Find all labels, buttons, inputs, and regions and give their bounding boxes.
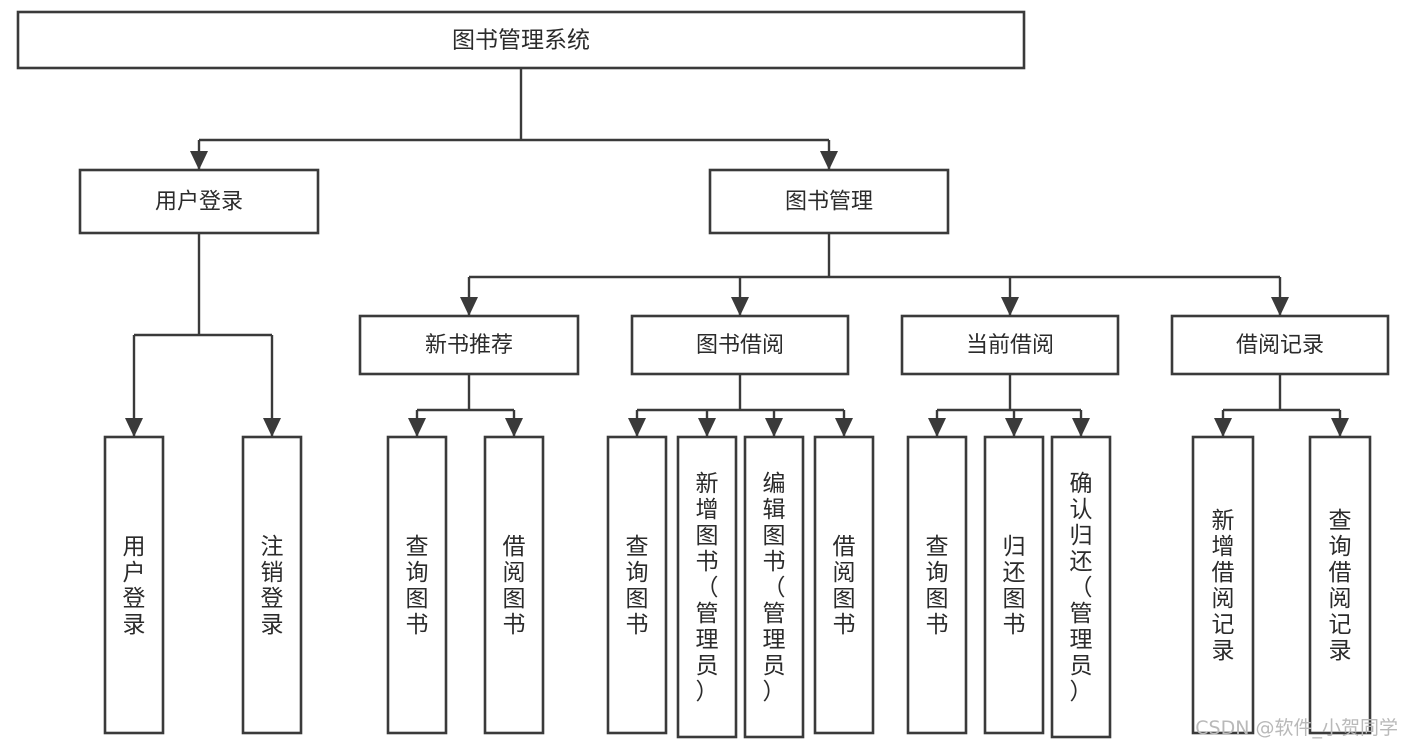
node-box[interactable] (358, 314, 580, 376)
node-root[interactable]: 图书管理系统 (16, 10, 1026, 70)
node-label: 新书推荐 (425, 333, 513, 358)
node-leaf-1[interactable]: 注销登录 (241, 435, 303, 735)
node-box[interactable] (900, 314, 1120, 376)
arrow-head-icon (820, 151, 838, 170)
node-level3-3[interactable]: 借阅记录 (1170, 314, 1390, 376)
node-level2-0[interactable]: 用户登录 (78, 168, 320, 235)
node-box[interactable] (1170, 314, 1390, 376)
arrow-head-icon (731, 297, 749, 316)
node-box[interactable] (483, 435, 545, 735)
node-box[interactable] (386, 435, 448, 735)
arrow-head-icon (1271, 297, 1289, 316)
node-leaf-8[interactable]: 查询图书 (906, 435, 968, 735)
node-label: 编辑图书（管理员） (763, 471, 786, 705)
node-box[interactable] (983, 435, 1045, 735)
node-label: 图书管理 (785, 190, 873, 215)
arrow-head-icon (1072, 418, 1090, 437)
node-box[interactable] (1050, 435, 1112, 739)
node-box[interactable] (676, 435, 738, 739)
node-label: 用户登录 (123, 534, 146, 638)
node-label: 查询借阅记录 (1329, 508, 1352, 664)
arrow-head-icon (1005, 418, 1023, 437)
arrow-head-icon (408, 418, 426, 437)
node-label: 图书管理系统 (452, 28, 590, 54)
node-box[interactable] (813, 435, 875, 735)
node-label: 图书借阅 (696, 333, 784, 358)
node-leaf-7[interactable]: 借阅图书 (813, 435, 875, 735)
node-leaf-12[interactable]: 查询借阅记录 (1308, 435, 1372, 735)
arrow-head-icon (628, 418, 646, 437)
arrow-head-icon (835, 418, 853, 437)
node-label: 当前借阅 (966, 333, 1054, 358)
node-leaf-6[interactable]: 编辑图书（管理员） (743, 435, 805, 739)
node-box[interactable] (743, 435, 805, 739)
node-box[interactable] (906, 435, 968, 735)
node-level3-0[interactable]: 新书推荐 (358, 314, 580, 376)
node-label: 查询图书 (406, 534, 429, 638)
node-leaf-5[interactable]: 新增图书（管理员） (676, 435, 738, 739)
arrow-head-icon (1331, 418, 1349, 437)
node-box[interactable] (1191, 435, 1255, 735)
node-label: 归还图书 (1003, 534, 1026, 638)
node-leaf-3[interactable]: 借阅图书 (483, 435, 545, 735)
node-label: 查询图书 (926, 534, 949, 638)
node-label: 新增图书（管理员） (696, 471, 719, 705)
csdn-watermark: CSDN @软件_小贺同学 (1195, 717, 1398, 739)
arrow-head-icon (190, 151, 208, 170)
node-leaf-10[interactable]: 确认归还（管理员） (1050, 435, 1112, 739)
arrow-head-icon (765, 418, 783, 437)
arrow-head-icon (505, 418, 523, 437)
node-label: 借阅记录 (1236, 333, 1324, 358)
node-leaf-0[interactable]: 用户登录 (103, 435, 165, 735)
node-box[interactable] (630, 314, 850, 376)
node-level3-1[interactable]: 图书借阅 (630, 314, 850, 376)
node-box[interactable] (241, 435, 303, 735)
node-box[interactable] (103, 435, 165, 735)
node-leaf-11[interactable]: 新增借阅记录 (1191, 435, 1255, 735)
node-label: 借阅图书 (833, 534, 856, 638)
arrow-head-icon (1214, 418, 1232, 437)
node-label: 借阅图书 (503, 534, 526, 638)
arrow-head-icon (698, 418, 716, 437)
node-leaf-4[interactable]: 查询图书 (606, 435, 668, 735)
arrow-head-icon (928, 418, 946, 437)
arrow-head-icon (1001, 297, 1019, 316)
node-box[interactable] (606, 435, 668, 735)
node-box[interactable] (78, 168, 320, 235)
node-box[interactable] (708, 168, 950, 235)
node-layer: 图书管理系统用户登录图书管理新书推荐图书借阅当前借阅借阅记录用户登录注销登录查询… (16, 10, 1390, 739)
node-box[interactable] (1308, 435, 1372, 735)
node-label: 用户登录 (155, 190, 243, 215)
node-box[interactable] (16, 10, 1026, 70)
node-level3-2[interactable]: 当前借阅 (900, 314, 1120, 376)
node-label: 注销登录 (261, 534, 284, 638)
node-level2-1[interactable]: 图书管理 (708, 168, 950, 235)
node-leaf-9[interactable]: 归还图书 (983, 435, 1045, 735)
node-leaf-2[interactable]: 查询图书 (386, 435, 448, 735)
node-label: 确认归还（管理员） (1070, 471, 1093, 705)
arrow-head-icon (125, 418, 143, 437)
arrow-head-icon (460, 297, 478, 316)
node-label: 查询图书 (626, 534, 649, 638)
arrow-head-icon (263, 418, 281, 437)
node-label: 新增借阅记录 (1212, 508, 1235, 664)
connector-layer (125, 68, 1349, 437)
